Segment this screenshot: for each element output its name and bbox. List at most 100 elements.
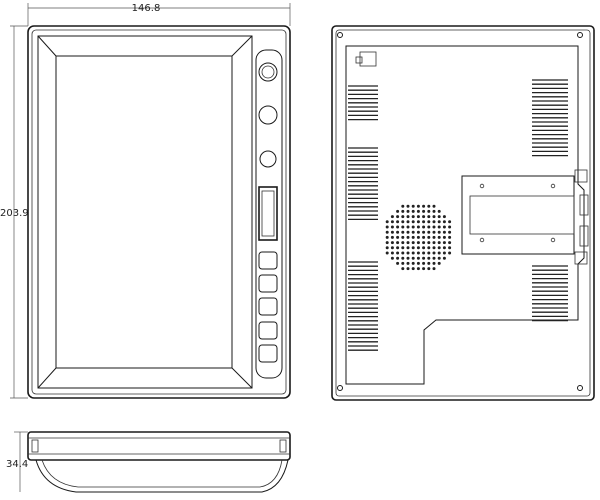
grille-hole xyxy=(396,241,400,245)
grille-hole xyxy=(432,230,436,234)
grille-hole xyxy=(448,220,452,224)
grille-hole xyxy=(432,251,436,255)
grille-hole xyxy=(437,220,441,224)
grille-hole xyxy=(427,267,431,271)
grille-hole xyxy=(432,215,436,219)
front-button[interactable] xyxy=(258,274,278,293)
grille-hole xyxy=(396,235,400,239)
speaker-grille xyxy=(385,204,452,271)
grille-hole xyxy=(396,209,400,213)
grille-hole xyxy=(442,235,446,239)
bottom-outline xyxy=(27,431,291,461)
grille-hole xyxy=(406,225,410,229)
grille-hole xyxy=(422,251,426,255)
grille-hole xyxy=(396,256,400,260)
grille-hole xyxy=(390,220,394,224)
grille-hole xyxy=(422,246,426,250)
grille-hole xyxy=(406,241,410,245)
grille-hole xyxy=(390,241,394,245)
grille-hole xyxy=(437,209,441,213)
grille-hole xyxy=(411,267,415,271)
front-view: 146.8 203.9 xyxy=(0,3,291,399)
grille-hole xyxy=(442,256,446,260)
grille-hole xyxy=(422,230,426,234)
grille-hole xyxy=(442,215,446,219)
grille-hole xyxy=(416,230,420,234)
grille-hole xyxy=(406,251,410,255)
grille-hole xyxy=(442,225,446,229)
front-button[interactable] xyxy=(258,321,278,340)
grille-hole xyxy=(448,251,452,255)
grille-hole xyxy=(422,204,426,208)
grille-hole xyxy=(390,225,394,229)
grille-hole xyxy=(437,246,441,250)
grille-hole xyxy=(411,204,415,208)
grille-hole xyxy=(422,256,426,260)
grille-hole xyxy=(411,261,415,265)
grille-hole xyxy=(401,235,405,239)
grille-hole xyxy=(448,246,452,250)
round-control-icon[interactable] xyxy=(259,150,277,168)
grille-hole xyxy=(385,225,389,229)
grille-hole xyxy=(432,220,436,224)
grille-hole xyxy=(385,251,389,255)
grille-hole xyxy=(385,235,389,239)
grille-hole xyxy=(427,256,431,260)
grille-hole xyxy=(437,261,441,265)
grille-hole xyxy=(385,220,389,224)
grille-hole xyxy=(427,230,431,234)
front-outer-frame xyxy=(27,25,291,399)
grille-hole xyxy=(401,256,405,260)
front-button[interactable] xyxy=(258,344,278,363)
grille-hole xyxy=(416,251,420,255)
grille-hole xyxy=(416,241,420,245)
depth-label: 34.4 xyxy=(6,459,28,470)
card-slot[interactable] xyxy=(258,186,278,241)
grille-hole xyxy=(401,225,405,229)
grille-hole xyxy=(432,246,436,250)
grille-hole xyxy=(427,251,431,255)
grille-hole xyxy=(427,204,431,208)
grille-hole xyxy=(396,246,400,250)
grille-hole xyxy=(432,261,436,265)
grille-hole xyxy=(396,220,400,224)
grille-hole xyxy=(416,267,420,271)
front-button[interactable] xyxy=(258,297,278,316)
front-bezel xyxy=(37,35,253,389)
grille-hole xyxy=(401,215,405,219)
grille-hole xyxy=(416,261,420,265)
grille-hole xyxy=(401,204,405,208)
grille-hole xyxy=(448,235,452,239)
front-button[interactable] xyxy=(258,251,278,270)
grille-hole xyxy=(390,251,394,255)
grille-hole xyxy=(422,225,426,229)
grille-hole xyxy=(401,251,405,255)
grille-hole xyxy=(390,230,394,234)
grille-hole xyxy=(437,230,441,234)
grille-hole xyxy=(411,230,415,234)
grille-hole xyxy=(422,209,426,213)
grille-hole xyxy=(401,267,405,271)
grille-hole xyxy=(416,215,420,219)
grille-hole xyxy=(422,241,426,245)
stand-curve xyxy=(35,459,289,493)
grille-hole xyxy=(416,220,420,224)
grille-hole xyxy=(396,230,400,234)
grille-hole xyxy=(427,225,431,229)
grille-hole xyxy=(442,241,446,245)
grille-hole xyxy=(422,215,426,219)
grille-hole xyxy=(390,215,394,219)
grille-hole xyxy=(411,241,415,245)
round-control-icon[interactable] xyxy=(258,105,278,125)
power-knob-icon[interactable] xyxy=(258,62,278,82)
grille-hole xyxy=(427,235,431,239)
grille-hole xyxy=(437,256,441,260)
grille-hole xyxy=(442,230,446,234)
grille-hole xyxy=(427,261,431,265)
bottom-view: 34.4 xyxy=(6,431,291,493)
grille-hole xyxy=(442,220,446,224)
grille-hole xyxy=(401,241,405,245)
grille-hole xyxy=(437,251,441,255)
grille-hole xyxy=(422,261,426,265)
